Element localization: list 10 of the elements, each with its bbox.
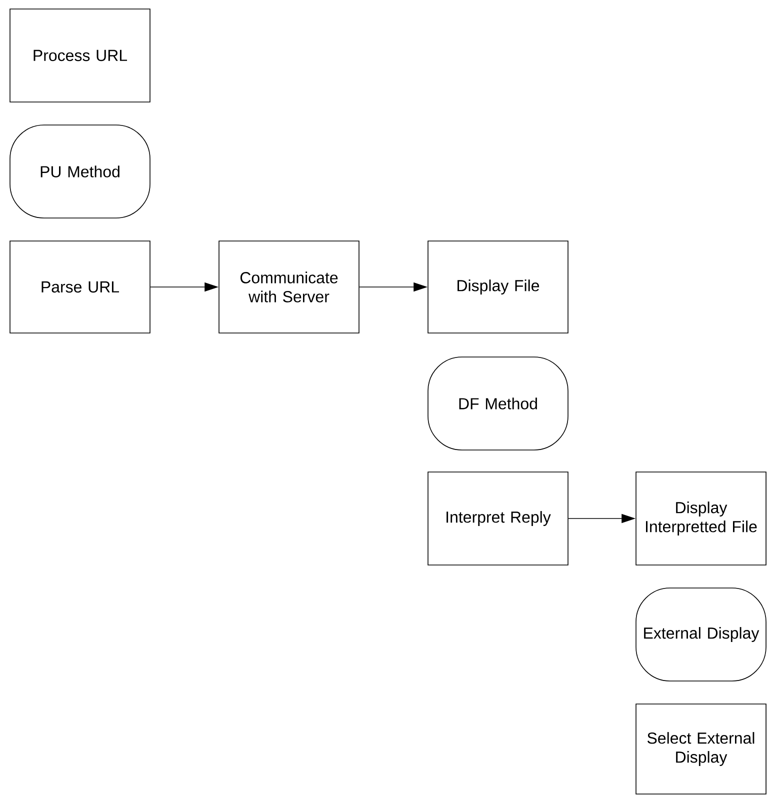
process-box: Process URL bbox=[10, 8, 150, 102]
process-box: Select External Display bbox=[636, 704, 766, 794]
method-terminal: PU Method bbox=[10, 124, 150, 218]
method-terminal: DF Method bbox=[428, 356, 568, 450]
process-box: Parse URL bbox=[10, 240, 150, 334]
method-terminal: External Display bbox=[636, 588, 766, 682]
process-box: Display Interpretted File bbox=[636, 472, 766, 566]
process-box: Communicate with Server bbox=[218, 240, 360, 334]
process-box: Interpret Reply bbox=[428, 472, 568, 566]
process-box: Display File bbox=[428, 240, 568, 334]
